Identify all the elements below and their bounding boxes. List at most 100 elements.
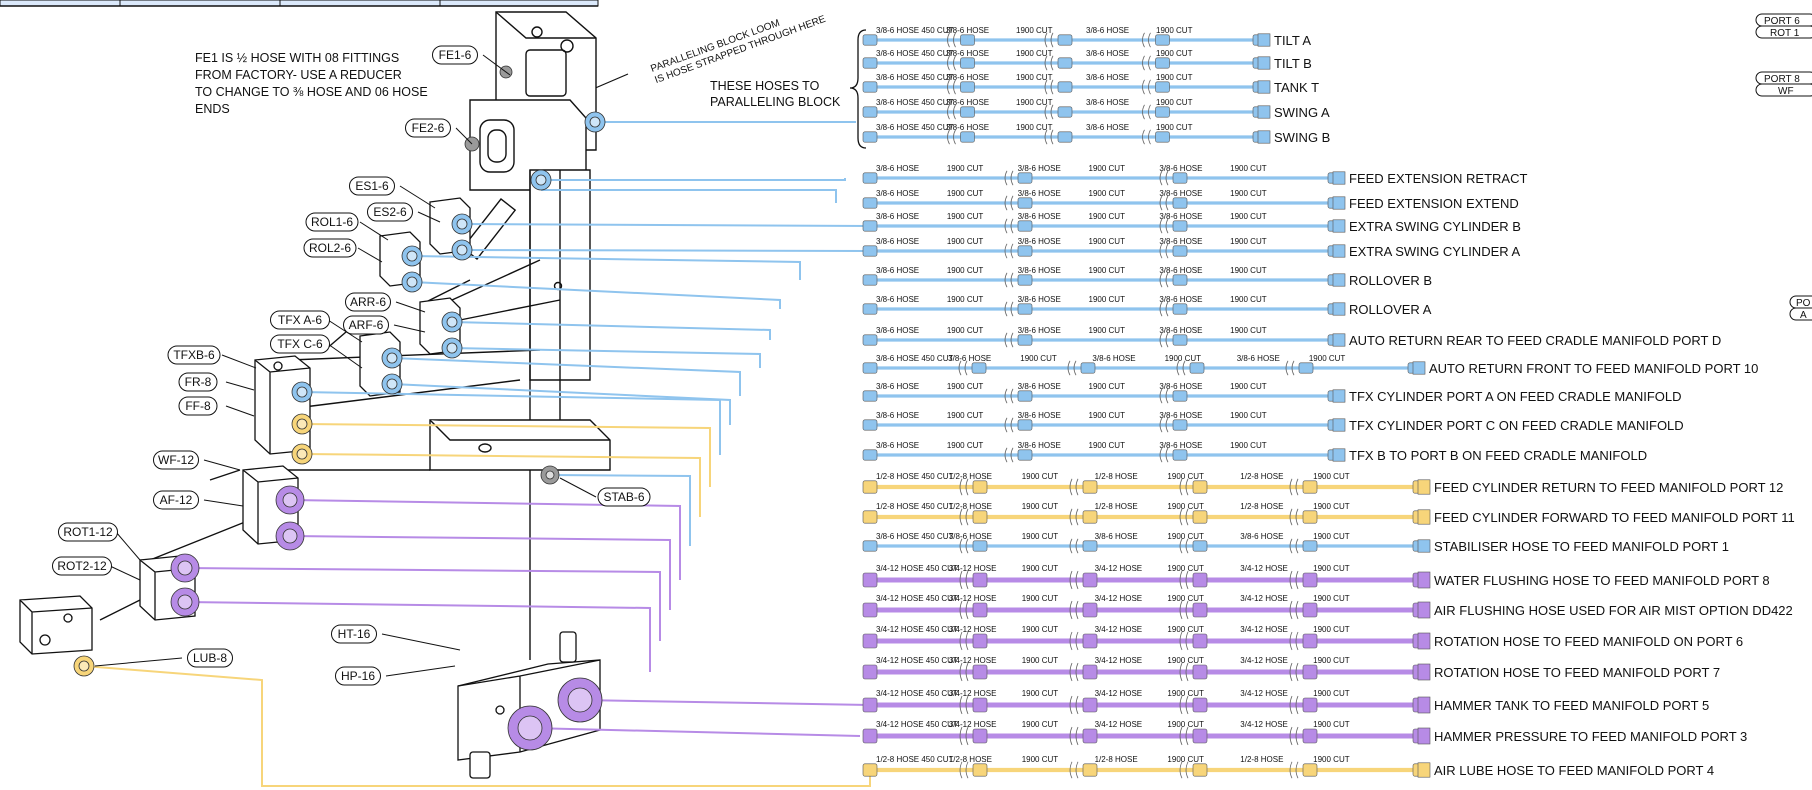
hose-destination-label: WATER FLUSHING HOSE TO FEED MANIFOLD POR… [1434,573,1770,588]
hose-break-mark [959,761,969,779]
callout-leader [399,185,436,209]
hose-feed-line [289,535,671,610]
hose-break-mark [1179,695,1189,715]
hose-spec-label: 1900 CUT [1022,502,1059,511]
hose-spec-label: 1900 CUT [947,326,984,335]
callout-leader [359,221,389,241]
hose-end-connector [1332,196,1346,210]
hose-spec-label: 3/8-6 HOSE [1018,189,1061,198]
hose-spec-label: 1900 CUT [1230,326,1267,335]
hose-fitting [1017,334,1033,346]
fittings [73,65,606,751]
hose-break-mark [1159,243,1169,259]
callout-label: HP-16 [341,669,375,683]
hose-fitting [1155,106,1170,118]
hose-spec-label: 3/8-6 HOSE [948,354,991,363]
callout-leader [357,247,383,263]
hose-fitting [862,419,878,431]
callout-bubble [432,45,478,65]
hose-fitting [1192,664,1208,680]
hose-fitting [1155,81,1170,93]
hose-feed-line [301,391,721,455]
hose-feed-line [184,601,651,672]
hose-spec-label: 1900 CUT [1165,354,1202,363]
callout-tfxa: TFX A-6 [270,310,363,343]
hose-spec-label: 1900 CUT [1230,212,1267,221]
hose-feed-line [391,383,731,425]
hose-break-mark [959,726,969,746]
hose-spec-label: 1900 CUT [1167,564,1204,573]
hose-feed-line [451,321,771,340]
callout-label: AF-12 [160,493,193,507]
hose-end-connector [1412,361,1426,375]
hose-spec-label: 1900 CUT [1016,123,1053,132]
hose-end-connector [1417,632,1431,650]
hose-end-connector [1417,762,1431,778]
hose-end-connector [1417,727,1431,745]
callout-label: FE1-6 [439,48,472,62]
hose-spec-label: 1900 CUT [1230,189,1267,198]
hose-feed-line [579,699,871,706]
hose-spec-label: 3/8-6 HOSE [949,532,992,541]
hose-fitting [862,220,878,232]
hose-fitting [972,697,988,713]
callout-fr: FR-8 [178,372,255,392]
hose-fitting [972,510,988,524]
hose-fitting [1017,220,1033,232]
callout-leader [115,531,141,561]
hose-spec-label: 1900 CUT [1313,625,1350,634]
callout-ff: FF-8 [178,396,255,417]
callout-label: LUB-8 [193,651,227,665]
hose-break-mark [1044,104,1054,120]
paralleling-block-note: THESE HOSES TO PARALLELING BLOCK [710,79,841,109]
hose-spec-label: 1900 CUT [1089,164,1126,173]
hose-break-mark [959,478,969,496]
rot1-label: ROT 1 [1770,28,1800,39]
callout-leader [381,633,461,651]
hose-fitting [1017,245,1033,257]
hose-fitting [862,390,878,402]
hose-fitting [1082,540,1098,552]
hose-spec-label: 3/8-6 HOSE [1018,441,1061,450]
hose-spec-label: 1900 CUT [1313,689,1350,698]
callout-leader [221,354,257,369]
hose-destination-label: HAMMER TANK TO FEED MANIFOLD PORT 5 [1434,698,1709,713]
hose-fitting [1189,362,1205,374]
hose-spec-label: 3/8-6 HOSE [1018,295,1061,304]
hose-spec-label: 1900 CUT [1313,472,1350,481]
hose-spec-label: 3/8-6 HOSE [1086,123,1129,132]
hose-spec-label: 3/8-6 HOSE 450 CUT [876,354,953,363]
hose-fitting [1057,57,1073,69]
callout-bubble [178,372,218,392]
hose-fitting [1172,274,1188,286]
hose-spec-label: 1900 CUT [1230,237,1267,246]
hose-fitting [1172,449,1188,461]
hose-destination-label: ROLLOVER A [1349,302,1432,317]
hose-fitting [862,633,878,649]
callout-label: STAB-6 [603,490,644,504]
hose-break-mark [1069,478,1079,496]
hose-fitting [1192,572,1208,588]
hose-spec-label: 1900 CUT [1230,441,1267,450]
hose-spec-label: 1900 CUT [947,295,984,304]
hose-spec-label: 3/8-6 HOSE [946,123,989,132]
hose-spec-label: 3/8-6 HOSE [1018,411,1061,420]
hose-feed-line [461,223,871,227]
hose-end-connector [1417,509,1431,525]
hose-spec-label: 1900 CUT [1089,326,1126,335]
hose-spec-label: 3/4-12 HOSE [1095,720,1143,729]
hose-break-mark [1289,508,1299,526]
fe1-note-line: FROM FACTORY- USE A REDUCER [195,68,402,82]
hose-spec-label: 3/4-12 HOSE [1095,594,1143,603]
loom-note-line: IS HOSE STRAPPED THROUGH HERE [653,14,827,86]
hose-break-mark [1069,570,1079,590]
hose-spec-label: 1900 CUT [1089,382,1126,391]
callout-arf: ARF-6 [343,315,426,335]
hose-spec-label: 3/4-12 HOSE [949,720,997,729]
hose-break-mark [1179,600,1189,620]
callout-bubble [153,450,199,470]
